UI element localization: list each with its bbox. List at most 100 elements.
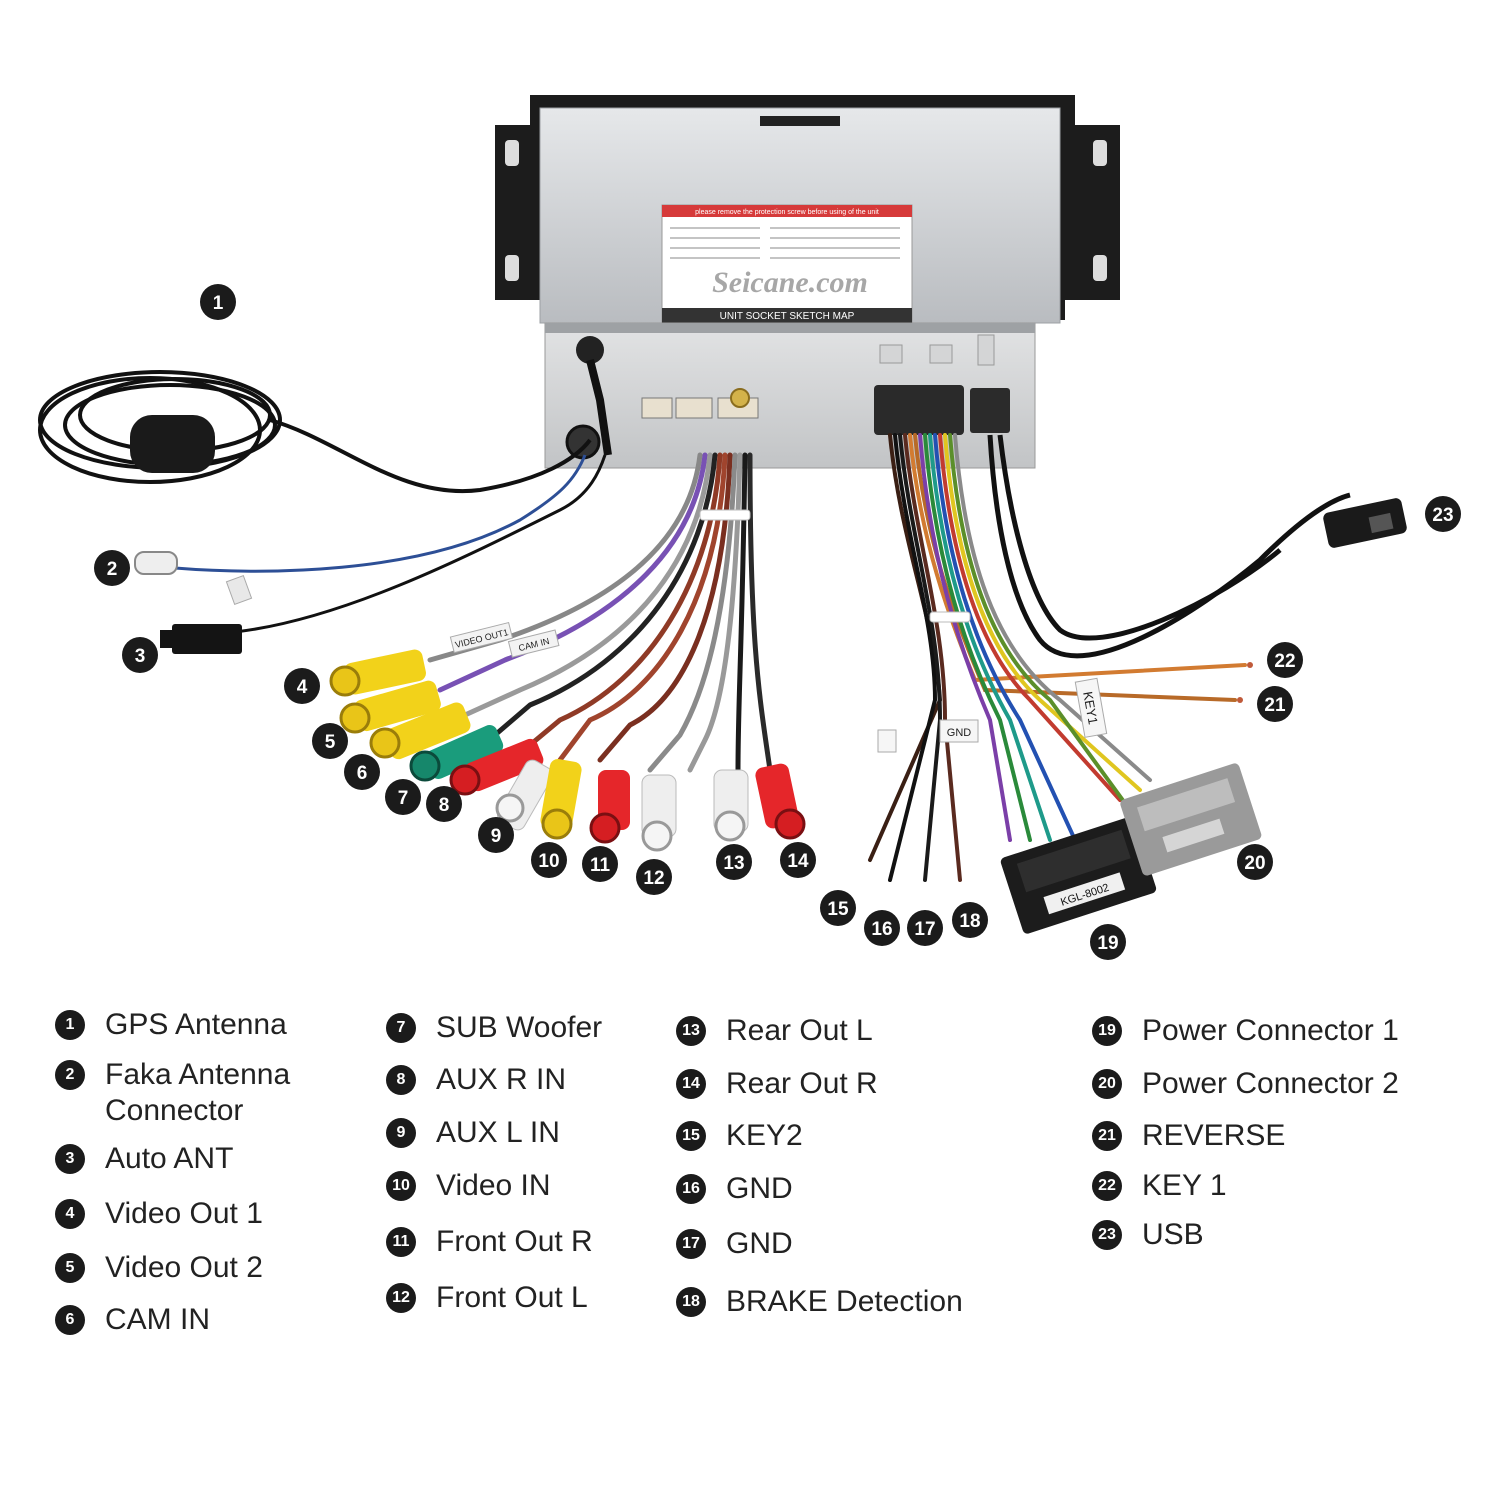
rca-cable-bundle [427, 452, 773, 773]
auto-ant-cable [234, 454, 607, 634]
svg-text:2: 2 [107, 559, 118, 580]
bracket-hole-left2 [505, 255, 519, 281]
svg-text:19: 19 [1097, 933, 1118, 954]
unit-sticker: please remove the protection screw befor… [661, 204, 913, 324]
callout-16: 16 [864, 910, 900, 946]
svg-text:6: 6 [357, 763, 368, 784]
rca-video-in [540, 759, 582, 840]
callout-20: 20 [1237, 844, 1273, 880]
svg-text:20: 20 [1244, 853, 1265, 874]
callout-6: 6 [344, 754, 380, 790]
power-connector-1: KGL-8002 [1000, 816, 1157, 934]
callout-10: 10 [531, 842, 567, 878]
tag-cam-in: CAM IN [507, 629, 560, 658]
panel-vent-1 [879, 344, 903, 364]
svg-text:13: 13 [723, 853, 744, 874]
sticker-title: UNIT SOCKET SKETCH MAP [720, 311, 855, 322]
key2-tag [877, 729, 897, 753]
bracket-hole-right [1093, 140, 1107, 166]
rca-aux-r-in [449, 738, 544, 796]
radio-antenna-port [565, 424, 601, 460]
rca-video-out-2 [339, 680, 441, 734]
rca-rear-out-r [755, 763, 806, 840]
callout-4: 4 [284, 668, 320, 704]
bracket-hole-right2 [1093, 255, 1107, 281]
panel-vent-2 [929, 344, 953, 364]
svg-text:14: 14 [787, 851, 809, 872]
callout-13: 13 [716, 844, 752, 880]
gps-antenna [38, 370, 592, 494]
gps-port [576, 336, 604, 364]
callout-23: 23 [1425, 496, 1461, 532]
panel-vent-3 [977, 334, 995, 366]
small-connector-a [641, 397, 673, 419]
svg-text:18: 18 [959, 911, 980, 932]
svg-text:1: 1 [213, 293, 224, 314]
callout-5: 5 [312, 723, 348, 759]
bracket-hole-left [505, 140, 519, 166]
svg-text:22: 22 [1274, 651, 1295, 672]
callout-14: 14 [780, 842, 816, 878]
svg-text:16: 16 [871, 919, 892, 940]
rear-panel-shadow [545, 323, 1035, 333]
auto-ant-plug [160, 624, 242, 654]
callout-17: 17 [907, 910, 943, 946]
callout-12: 12 [636, 859, 672, 895]
svg-text:11: 11 [590, 855, 611, 876]
callout-3: 3 [122, 637, 158, 673]
tag-gnd-text: GND [947, 727, 972, 739]
callout-22: 22 [1267, 642, 1303, 678]
svg-text:4: 4 [297, 677, 308, 698]
small-connector-b [675, 397, 713, 419]
rca-sub-woofer [409, 724, 504, 782]
tag-key1: KEY1 [1074, 677, 1108, 738]
svg-text:23: 23 [1432, 505, 1453, 526]
svg-text:7: 7 [398, 788, 409, 809]
svg-text:9: 9 [491, 826, 502, 847]
svg-text:21: 21 [1264, 695, 1286, 716]
sma-connector [730, 388, 750, 408]
gps-puck [130, 415, 215, 473]
callout-1: 1 [200, 284, 236, 320]
wire-end-21 [1237, 697, 1243, 703]
main-harness-socket [874, 385, 964, 435]
callout-19: 19 [1090, 924, 1126, 960]
callout-2: 2 [94, 550, 130, 586]
tag-video-out1: VIDEO OUT1 [449, 621, 514, 654]
tag-key1-text: KEY1 [1080, 690, 1101, 725]
usb-plug [1323, 498, 1407, 548]
svg-text:10: 10 [538, 851, 559, 872]
svg-text:5: 5 [325, 732, 336, 753]
chassis-barcode [760, 116, 840, 126]
wire-end-22 [1247, 662, 1253, 668]
tag-gnd: GND [939, 719, 979, 743]
callout-21: 21 [1257, 686, 1293, 722]
callout-8: 8 [426, 786, 462, 822]
antenna-tag [225, 575, 253, 605]
head-unit: please remove the protection screw befor… [495, 95, 1120, 469]
rca-front-out-l [641, 774, 677, 852]
rca-front-out-r [589, 770, 630, 844]
rca-cam-in [369, 702, 471, 760]
gps-lead [586, 359, 612, 456]
power-connector-2 [1120, 763, 1262, 876]
power-harness [868, 433, 1247, 882]
svg-text:8: 8 [439, 795, 450, 816]
svg-text:15: 15 [827, 899, 849, 920]
faka-antenna-cable [174, 454, 587, 573]
harness-tie [929, 611, 971, 623]
rca-rear-out-l [713, 769, 749, 842]
sticker-header: please remove the protection screw befor… [695, 209, 879, 216]
rca-aux-l-in [495, 759, 554, 831]
svg-text:17: 17 [914, 919, 935, 940]
faka-antenna-plug [134, 551, 178, 575]
callout-9: 9 [478, 817, 514, 853]
callout-11: 11 [582, 846, 618, 882]
callout-18: 18 [952, 902, 988, 938]
rca-video-out-1 [329, 649, 426, 697]
usb-socket [970, 388, 1010, 433]
svg-text:3: 3 [135, 646, 146, 667]
cable-tie [699, 509, 751, 521]
svg-text:12: 12 [643, 868, 664, 889]
